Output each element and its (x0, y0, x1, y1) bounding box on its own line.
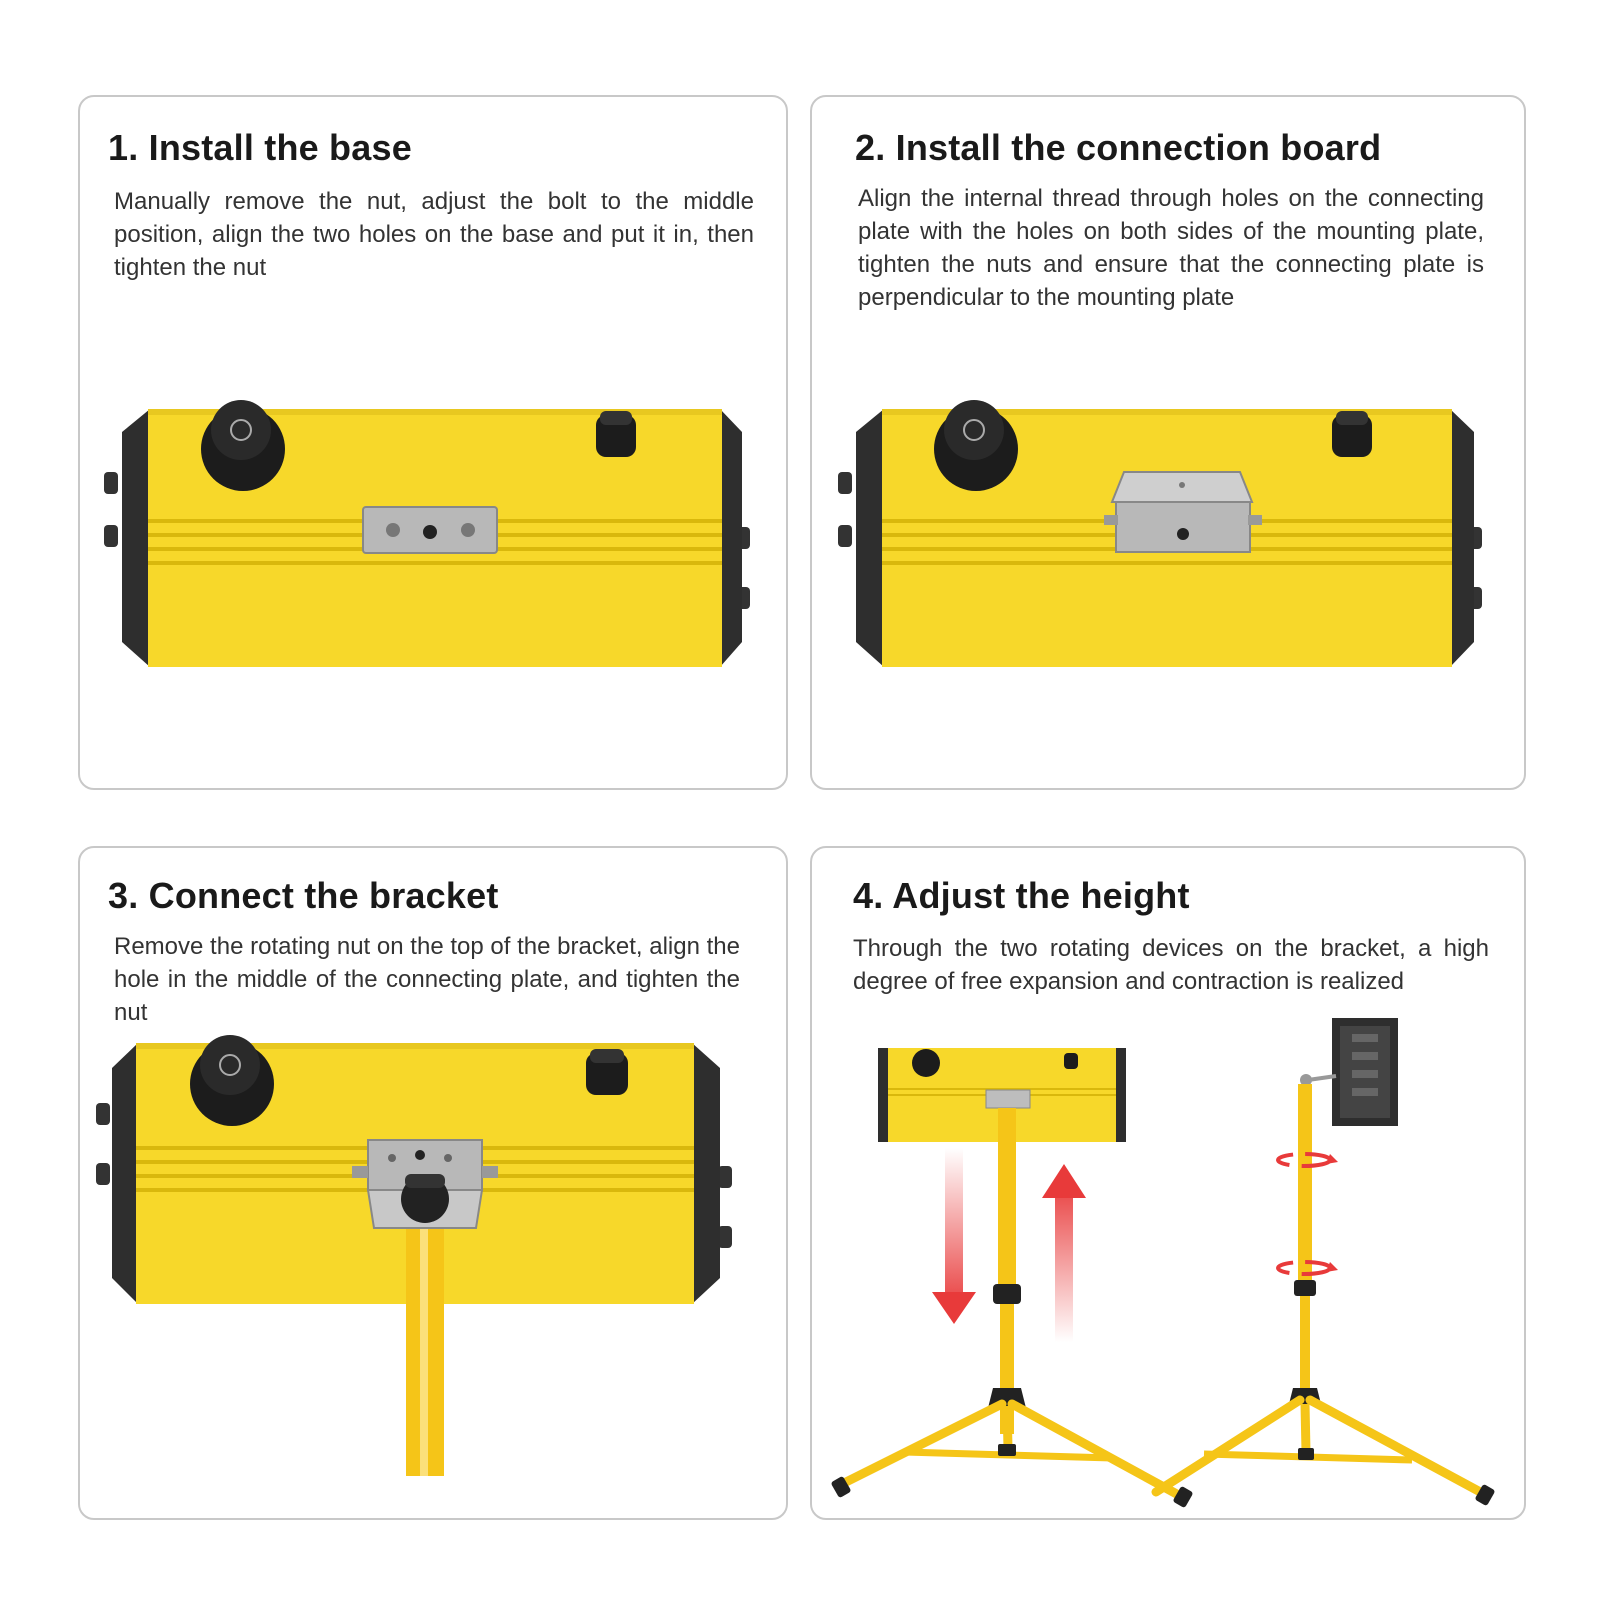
up-arrow-icon (1042, 1164, 1086, 1342)
step-4-description: Through the two rotating devices on the … (853, 935, 1489, 995)
step-2-panel: 2. Install the connection board Align th… (810, 95, 1526, 790)
step-1-illustration (104, 400, 750, 667)
step-3-illustration (96, 1035, 732, 1476)
down-arrow-icon (932, 1148, 976, 1324)
step-1-panel: 1. Install the base Manually remove the … (78, 95, 788, 790)
light-device (104, 400, 750, 667)
adjust-knob-icon (1332, 411, 1372, 457)
step-3-panel: 3. Connect the bracket Remove the rotati… (78, 846, 788, 1520)
step-3-title: 3. Connect the bracket (108, 875, 499, 916)
light-device-side (1307, 1018, 1398, 1126)
adjust-knob-icon (1064, 1053, 1078, 1069)
step-4-title: 4. Adjust the height (853, 875, 1190, 916)
rotate-arrow-icon (1276, 1152, 1338, 1168)
step-2-title: 2. Install the connection board (855, 127, 1382, 168)
mounting-plate (362, 506, 498, 554)
step-4-illustration (831, 1018, 1495, 1508)
rotate-arrow-icon (1276, 1260, 1338, 1276)
timer-knob-icon (934, 400, 1018, 491)
light-device (96, 1035, 732, 1476)
step-1-description: Manually remove the nut, adjust the bolt… (114, 188, 754, 281)
timer-knob-icon (190, 1035, 274, 1126)
step-2-illustration (838, 400, 1482, 667)
adjust-knob-icon (586, 1049, 628, 1095)
tripod-pole (406, 1208, 444, 1476)
light-device (838, 400, 1482, 667)
tripod-stand-with-light (831, 1048, 1193, 1508)
timer-knob-icon (912, 1049, 940, 1077)
step-4-panel: 4. Adjust the height Through the two rot… (810, 846, 1526, 1520)
step-3-description: Remove the rotating nut on the top of th… (114, 933, 740, 1026)
adjust-knob-icon (596, 411, 636, 457)
step-2-description: Align the internal thread through holes … (858, 185, 1484, 311)
rotating-nut (401, 1174, 449, 1223)
timer-knob-icon (201, 400, 285, 491)
connection-board (1104, 471, 1262, 553)
step-1-title: 1. Install the base (108, 127, 412, 168)
tripod-stand-rotated (1151, 1018, 1495, 1506)
